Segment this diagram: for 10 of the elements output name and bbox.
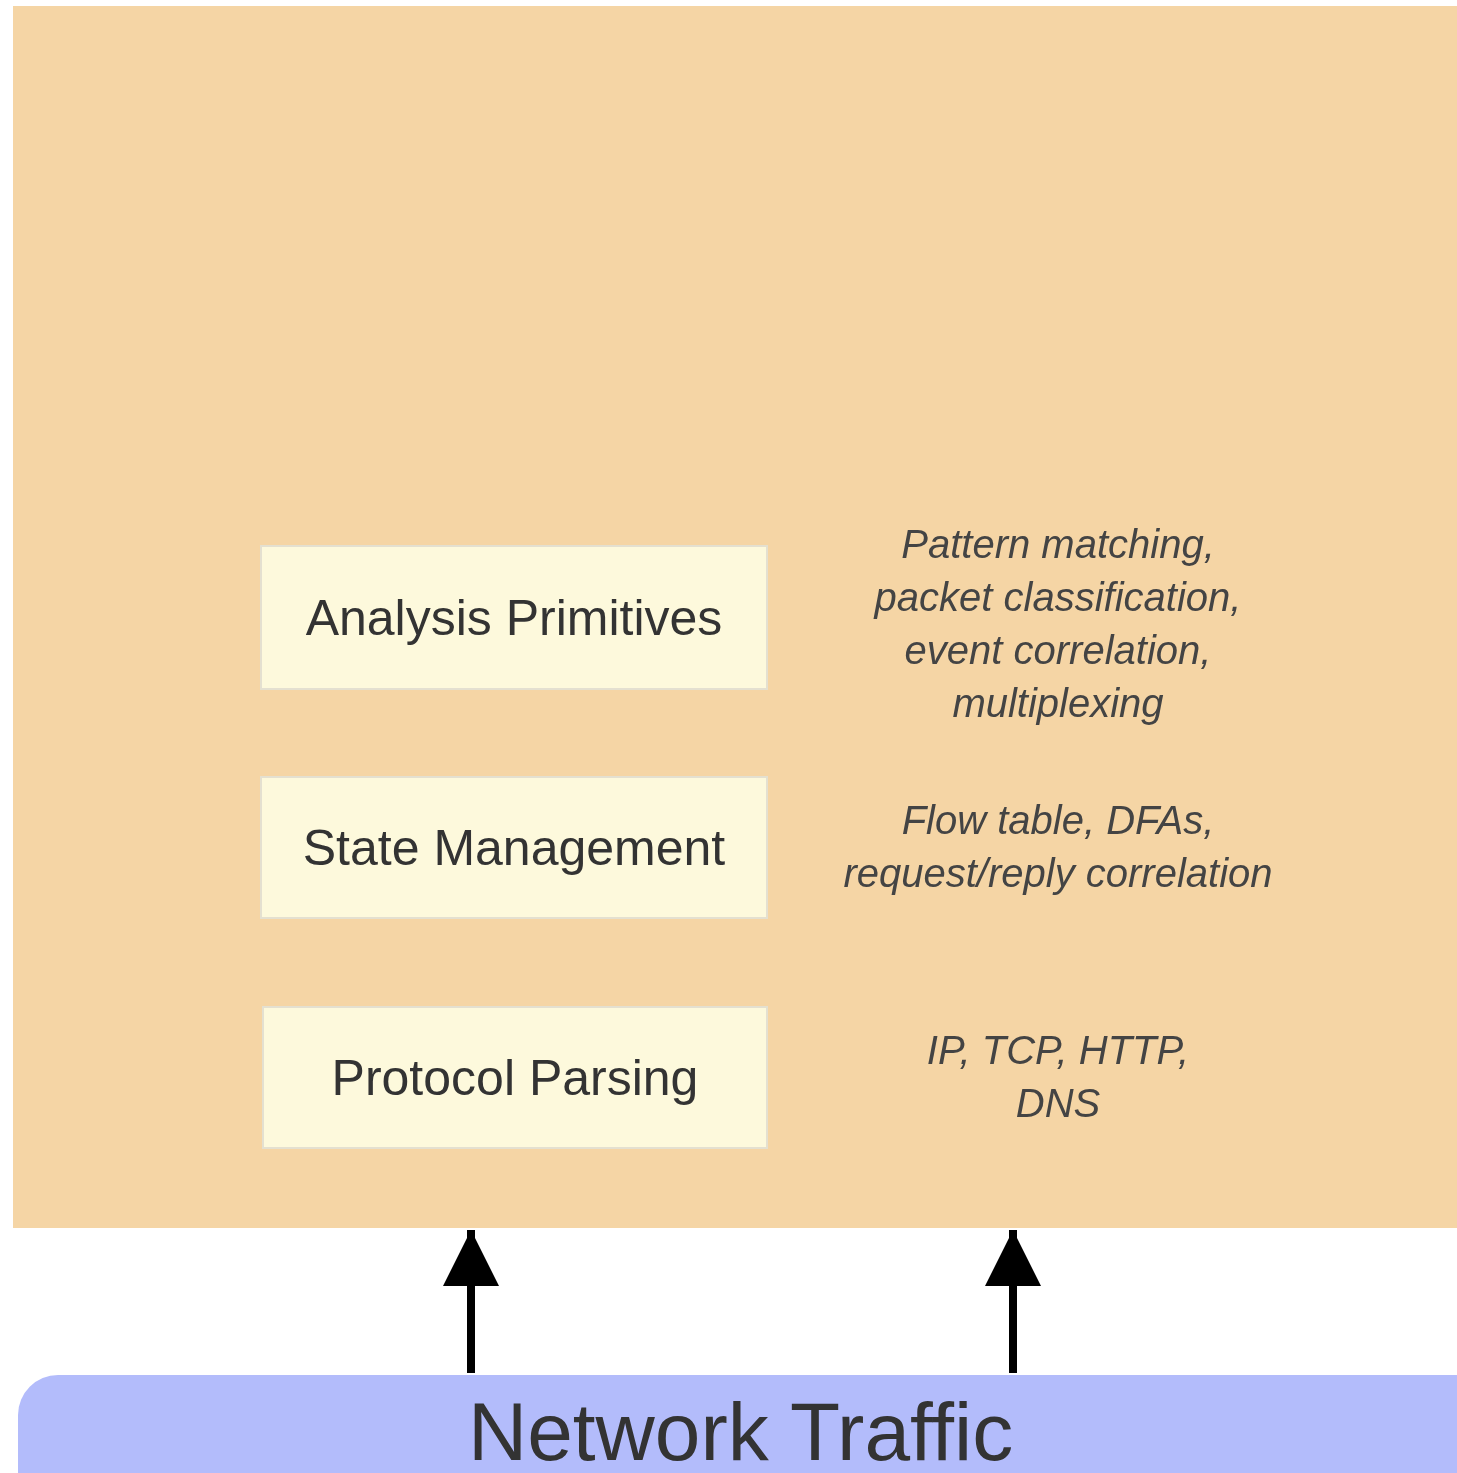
process-box: Analysis Primitives [260, 545, 768, 690]
arrow [443, 1230, 499, 1373]
layer-panel [13, 6, 1457, 1228]
process-box: Protocol Parsing [262, 1006, 768, 1149]
arrow [985, 1230, 1041, 1373]
traffic-band: Network Traffic [18, 1375, 1457, 1473]
description-text: Flow table, DFAs, request/reply correlation [842, 797, 1274, 897]
description-text: Pattern matching, packet classification, event correlation, multiplexing [872, 521, 1243, 727]
process-box: State Management [260, 776, 768, 919]
description-text: IP, TCP, HTTP, DNS [925, 1027, 1191, 1127]
